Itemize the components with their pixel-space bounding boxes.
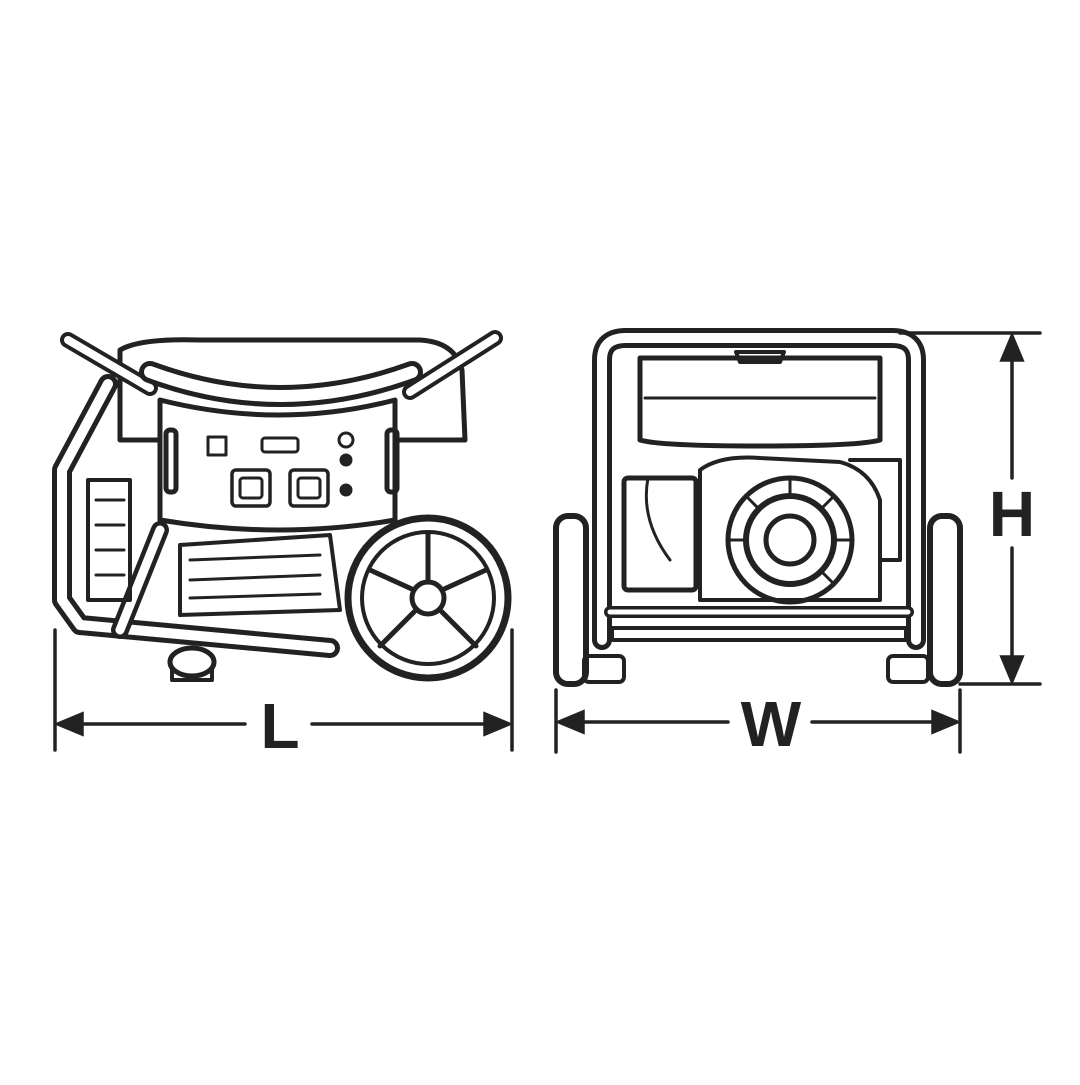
generator-side-view bbox=[52, 330, 512, 682]
recoil-starter-inner bbox=[763, 513, 817, 567]
width-arrow-right bbox=[931, 709, 962, 735]
generator-front-view bbox=[553, 328, 963, 687]
height-arrow-bottom bbox=[999, 655, 1025, 686]
frame-top-curve-inner bbox=[144, 366, 418, 402]
left-wheel-front bbox=[553, 513, 589, 687]
control-panel bbox=[157, 397, 398, 533]
height-label: H bbox=[989, 478, 1035, 550]
width-arrow-left bbox=[554, 709, 585, 735]
panel-indicator-2 bbox=[339, 483, 353, 497]
rubber-foot bbox=[167, 645, 217, 679]
wheel-tire bbox=[344, 514, 512, 682]
width-label: W bbox=[741, 688, 802, 760]
outlet-2 bbox=[288, 468, 330, 508]
engine-detail-2 bbox=[188, 573, 322, 582]
fuel-tank-front bbox=[637, 355, 883, 449]
panel-knob bbox=[337, 431, 355, 449]
right-foot bbox=[886, 654, 930, 684]
right-wheel-front bbox=[927, 513, 963, 687]
length-arrow-left bbox=[53, 711, 84, 737]
length-label: L bbox=[260, 690, 299, 762]
panel-indicator bbox=[339, 453, 353, 467]
length-arrow-right bbox=[483, 711, 514, 737]
engine-housing bbox=[698, 455, 882, 602]
left-handle-bar-inner bbox=[64, 336, 154, 392]
frame-left-upright-inner bbox=[57, 379, 335, 653]
front-frame-inner bbox=[597, 333, 921, 645]
frame-diagonal-inner bbox=[115, 525, 165, 635]
panel-switch bbox=[206, 435, 228, 457]
engine-detail-3 bbox=[188, 592, 322, 600]
outlet-2-inner bbox=[296, 476, 322, 500]
outlet-1-inner bbox=[238, 476, 264, 500]
engine-detail-1 bbox=[188, 553, 322, 562]
panel-meter bbox=[260, 436, 300, 454]
engine-side-panel bbox=[848, 458, 902, 562]
outlet-1 bbox=[230, 468, 272, 508]
air-filter-box bbox=[621, 475, 699, 593]
starter-fins bbox=[726, 476, 854, 586]
recoil-starter-mid bbox=[743, 493, 837, 587]
panel-right-slot bbox=[384, 427, 400, 495]
dimension-lines bbox=[53, 331, 1042, 754]
engine-block-side bbox=[178, 533, 342, 617]
side-cover-detail bbox=[94, 498, 126, 577]
right-handle-bar-inner bbox=[406, 334, 499, 396]
rubber-foot-base bbox=[170, 666, 214, 682]
air-filter-hose bbox=[644, 476, 672, 562]
panel-left-slot bbox=[163, 427, 179, 495]
left-side-cover bbox=[86, 478, 132, 602]
fuel-cap bbox=[734, 350, 786, 364]
left-foot bbox=[582, 654, 626, 684]
base-plate bbox=[610, 626, 908, 642]
wheel-spokes bbox=[367, 531, 489, 649]
height-arrow-top bbox=[999, 331, 1025, 362]
